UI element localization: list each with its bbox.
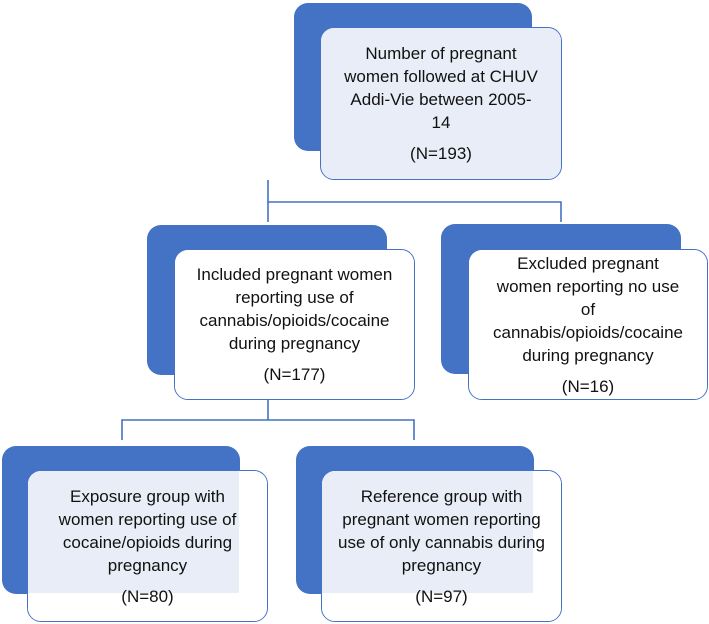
connector-included-to-reference: [268, 419, 415, 440]
reference-node: Reference group with pregnant women repo…: [321, 470, 562, 622]
included-node-count: (N=177): [263, 365, 326, 384]
reference-node-count: (N=97): [415, 586, 468, 606]
connector-included-to-exposure: [121, 400, 269, 440]
exposure-node-count: (N=80): [121, 586, 174, 606]
root-node: Number of pregnant women followed at CHU…: [320, 27, 562, 180]
root-node-count: (N=193): [410, 144, 472, 163]
exposure-node: Exposure group with women reporting use …: [27, 470, 268, 622]
reference-node-text: Reference group with pregnant women repo…: [338, 486, 545, 575]
excluded-node: Excluded pregnant women reporting no use…: [468, 249, 708, 400]
included-node-text: Included pregnant women reporting use of…: [196, 265, 393, 353]
connector-root-to-level2: [267, 180, 562, 222]
root-node-text: Number of pregnant women followed at CHU…: [344, 44, 538, 132]
included-node: Included pregnant women reporting use of…: [174, 249, 415, 400]
exposure-node-text: Exposure group with women reporting use …: [58, 486, 237, 575]
excluded-node-text: Excluded pregnant women reporting no use…: [493, 253, 683, 365]
excluded-node-count: (N=16): [561, 376, 615, 396]
